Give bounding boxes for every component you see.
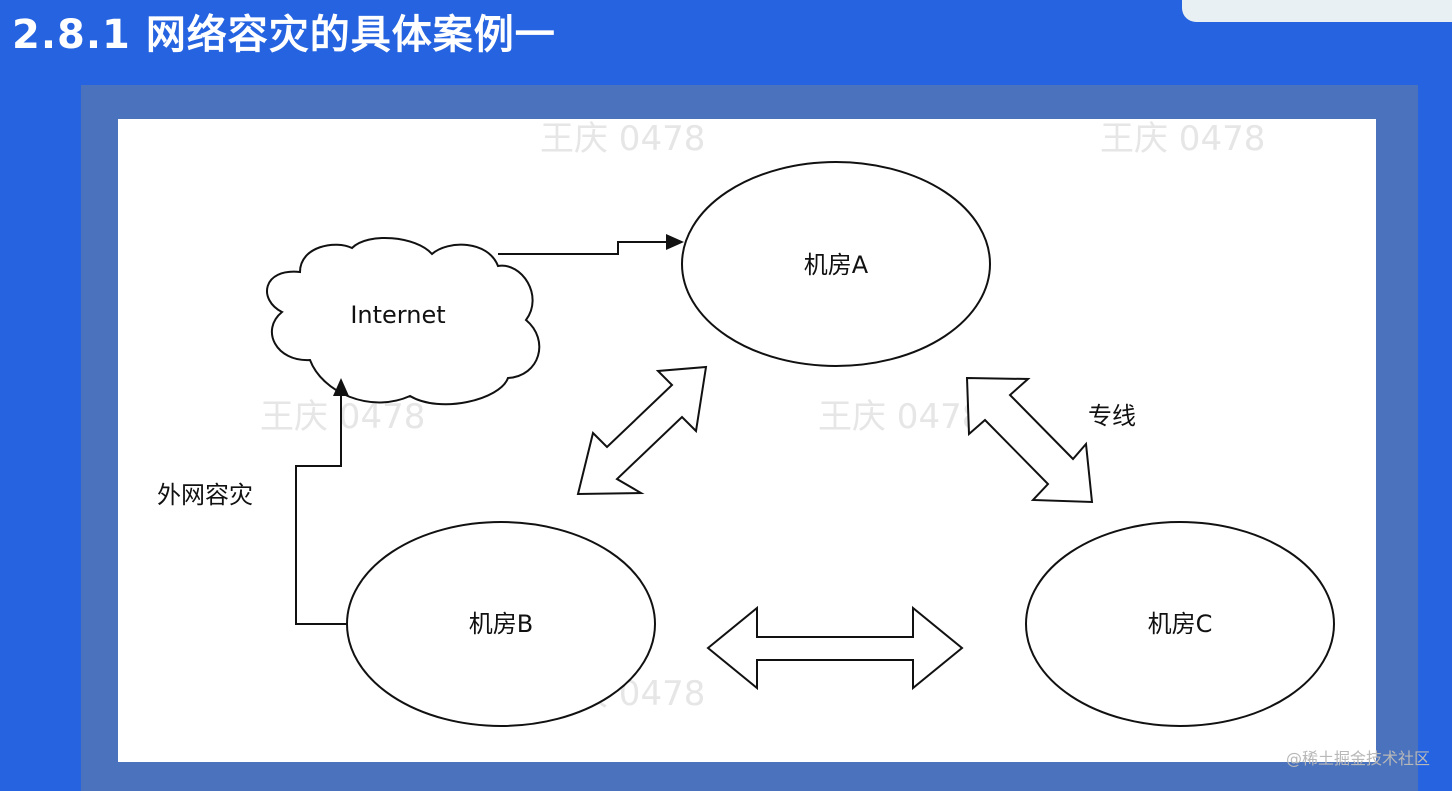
slide-title: 2.8.1 网络容灾的具体案例一 xyxy=(12,12,556,58)
connector-line xyxy=(498,241,668,255)
room-c-label: 机房C xyxy=(1148,610,1213,638)
arrowhead-icon xyxy=(333,378,349,396)
internet-label: Internet xyxy=(350,301,445,329)
dedicated-line-label: 专线 xyxy=(1088,402,1136,430)
connector-line xyxy=(295,394,347,625)
double-arrow-a-b-icon xyxy=(576,365,708,496)
cloud-shape xyxy=(266,237,541,406)
arrowhead-icon xyxy=(666,234,684,250)
top-tab xyxy=(1182,0,1452,22)
internet-to-room-a-connector xyxy=(498,234,684,255)
watermark-1: 王庆 0478 xyxy=(540,119,705,159)
double-arrow-b-c-icon xyxy=(706,605,964,691)
double-arrow-a-c-icon xyxy=(965,376,1094,504)
room-c-ellipse xyxy=(1025,521,1335,727)
room-c-node: 机房C xyxy=(1025,521,1335,727)
watermark-credit: @稀土掘金技术社区 xyxy=(1285,749,1430,768)
room-b-to-internet-connector xyxy=(295,378,349,625)
room-b-node: 机房B xyxy=(346,521,656,727)
watermark-3: 王庆 0478 xyxy=(260,397,425,437)
room-b-label: 机房B xyxy=(469,610,533,638)
external-dr-label: 外网容灾 xyxy=(157,481,253,509)
room-a-node: 机房A xyxy=(681,161,991,367)
watermark-4: 王庆 0478 xyxy=(818,397,983,437)
room-a-label: 机房A xyxy=(804,251,869,279)
internet-node: Internet xyxy=(266,237,541,406)
watermark-2: 王庆 0478 xyxy=(1100,119,1265,159)
room-a-ellipse xyxy=(681,161,991,367)
